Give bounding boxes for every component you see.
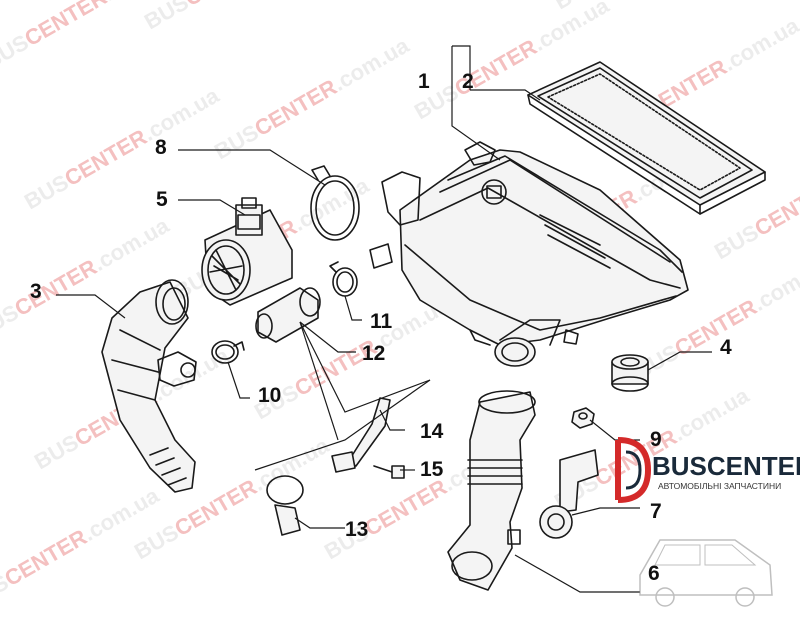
watermark-text: BUSCENTER.com.ua bbox=[20, 82, 224, 214]
hose-clamp-large bbox=[310, 165, 360, 241]
hose-clamp-small-11 bbox=[329, 261, 358, 297]
air-duct bbox=[447, 390, 536, 591]
callout-1: 1 bbox=[418, 70, 430, 93]
callout-2: 2 bbox=[462, 70, 474, 93]
callout-10: 10 bbox=[258, 384, 281, 407]
logo-b-mark-inner bbox=[625, 450, 642, 490]
air-box-housing bbox=[369, 141, 689, 367]
hose-clamp-small-10 bbox=[211, 340, 245, 364]
callout-8: 8 bbox=[155, 136, 167, 159]
hose-clip bbox=[266, 475, 304, 536]
callout-3: 3 bbox=[30, 280, 42, 303]
callout-12: 12 bbox=[362, 342, 385, 365]
callout-4: 4 bbox=[720, 336, 732, 359]
logo-b-mark bbox=[615, 437, 652, 503]
callout-14: 14 bbox=[420, 420, 444, 443]
bolt bbox=[373, 465, 405, 479]
mounting-bracket bbox=[539, 449, 599, 539]
support-bracket bbox=[331, 397, 391, 473]
callout-13: 13 bbox=[345, 518, 368, 541]
callout-11: 11 bbox=[370, 310, 393, 333]
callout-5: 5 bbox=[156, 188, 168, 211]
nut bbox=[571, 407, 595, 429]
watermark-text: BUSCENTER.com.ua bbox=[140, 0, 344, 34]
short-hose bbox=[255, 287, 321, 343]
callout-15: 15 bbox=[420, 458, 444, 481]
callout-labels: 1 2 3 4 5 6 7 8 9 10 11 12 13 14 15 bbox=[30, 70, 732, 585]
van-icon bbox=[639, 539, 773, 607]
callout-7: 7 bbox=[650, 500, 662, 523]
buscenter-logo: BUSCENTER АВТОМОБІЛЬНІ ЗАПЧАСТИНИ bbox=[615, 437, 800, 607]
air-filter-element bbox=[527, 61, 766, 215]
grommet bbox=[611, 354, 649, 392]
intake-hose bbox=[101, 279, 197, 493]
watermark-text: BUSCENTER.com.ua bbox=[210, 32, 414, 164]
logo-name: BUSCENTER bbox=[652, 451, 800, 481]
callout-6: 6 bbox=[648, 562, 660, 585]
callout-9: 9 bbox=[650, 428, 662, 451]
logo-tagline: АВТОМОБІЛЬНІ ЗАПЧАСТИНИ bbox=[658, 481, 781, 491]
air-mass-meter bbox=[201, 197, 293, 306]
leader-lines bbox=[56, 45, 712, 593]
